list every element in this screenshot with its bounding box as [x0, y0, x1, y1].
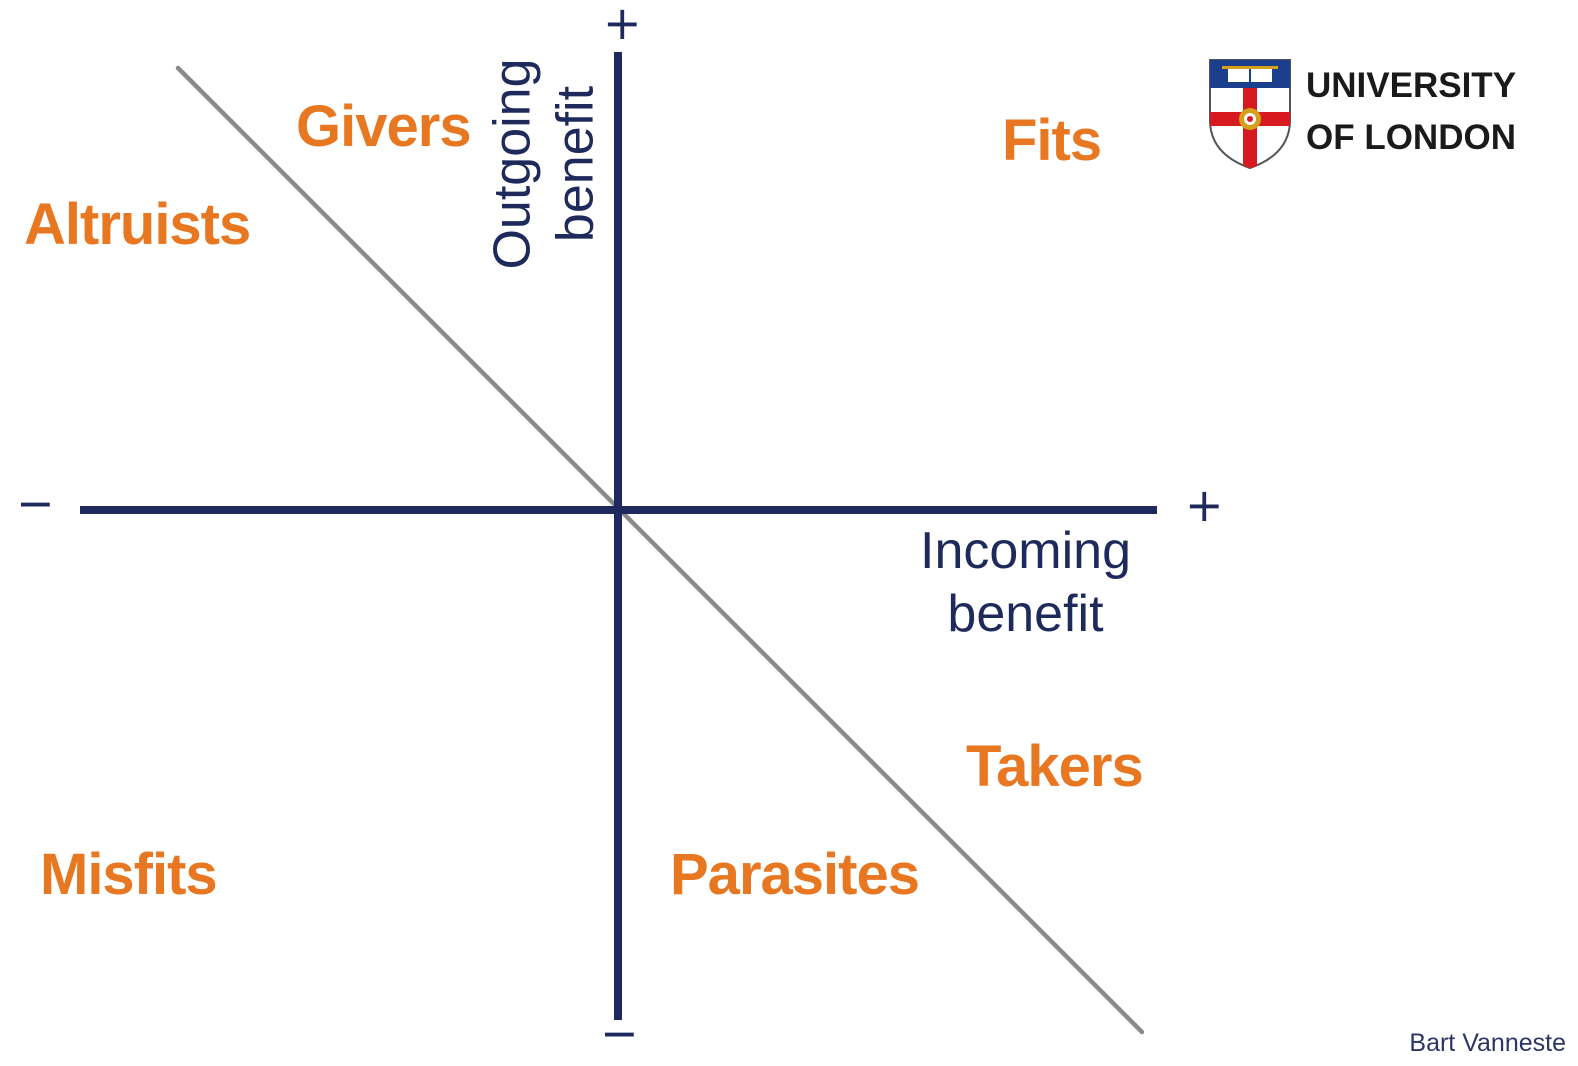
label-parasites: Parasites — [670, 842, 920, 907]
x-axis-minus: − — [16, 476, 55, 530]
y-axis-title-line2: benefit — [547, 85, 605, 243]
x-axis-plus: + — [1185, 478, 1224, 532]
author-credit: Bart Vanneste — [1409, 1029, 1566, 1057]
logo-wordmark: UNIVERSITY OF LONDON — [1306, 60, 1516, 164]
x-axis-title: Incoming benefit — [898, 520, 1153, 647]
diagonal-line — [175, 65, 1145, 1035]
logo-line2: OF LONDON — [1306, 118, 1516, 157]
label-takers: Takers — [966, 734, 1144, 799]
y-axis-plus: + — [603, 0, 642, 50]
y-axis-title-line1: Outgoing — [483, 58, 542, 270]
label-fits: Fits — [1002, 108, 1102, 173]
x-axis-title-line1: Incoming — [920, 522, 1131, 580]
university-shield-icon — [1209, 59, 1291, 170]
x-axis-title-line2: benefit — [947, 585, 1104, 644]
university-of-london-logo: UNIVERSITY OF LONDON — [1208, 58, 1548, 173]
y-axis-minus: − — [600, 1006, 639, 1060]
label-givers: Givers — [296, 94, 472, 159]
label-misfits: Misfits — [40, 842, 218, 907]
label-altruists: Altruists — [24, 192, 251, 257]
logo-line1: UNIVERSITY — [1306, 66, 1517, 105]
y-axis-title: Outgoing benefit — [480, 34, 610, 294]
